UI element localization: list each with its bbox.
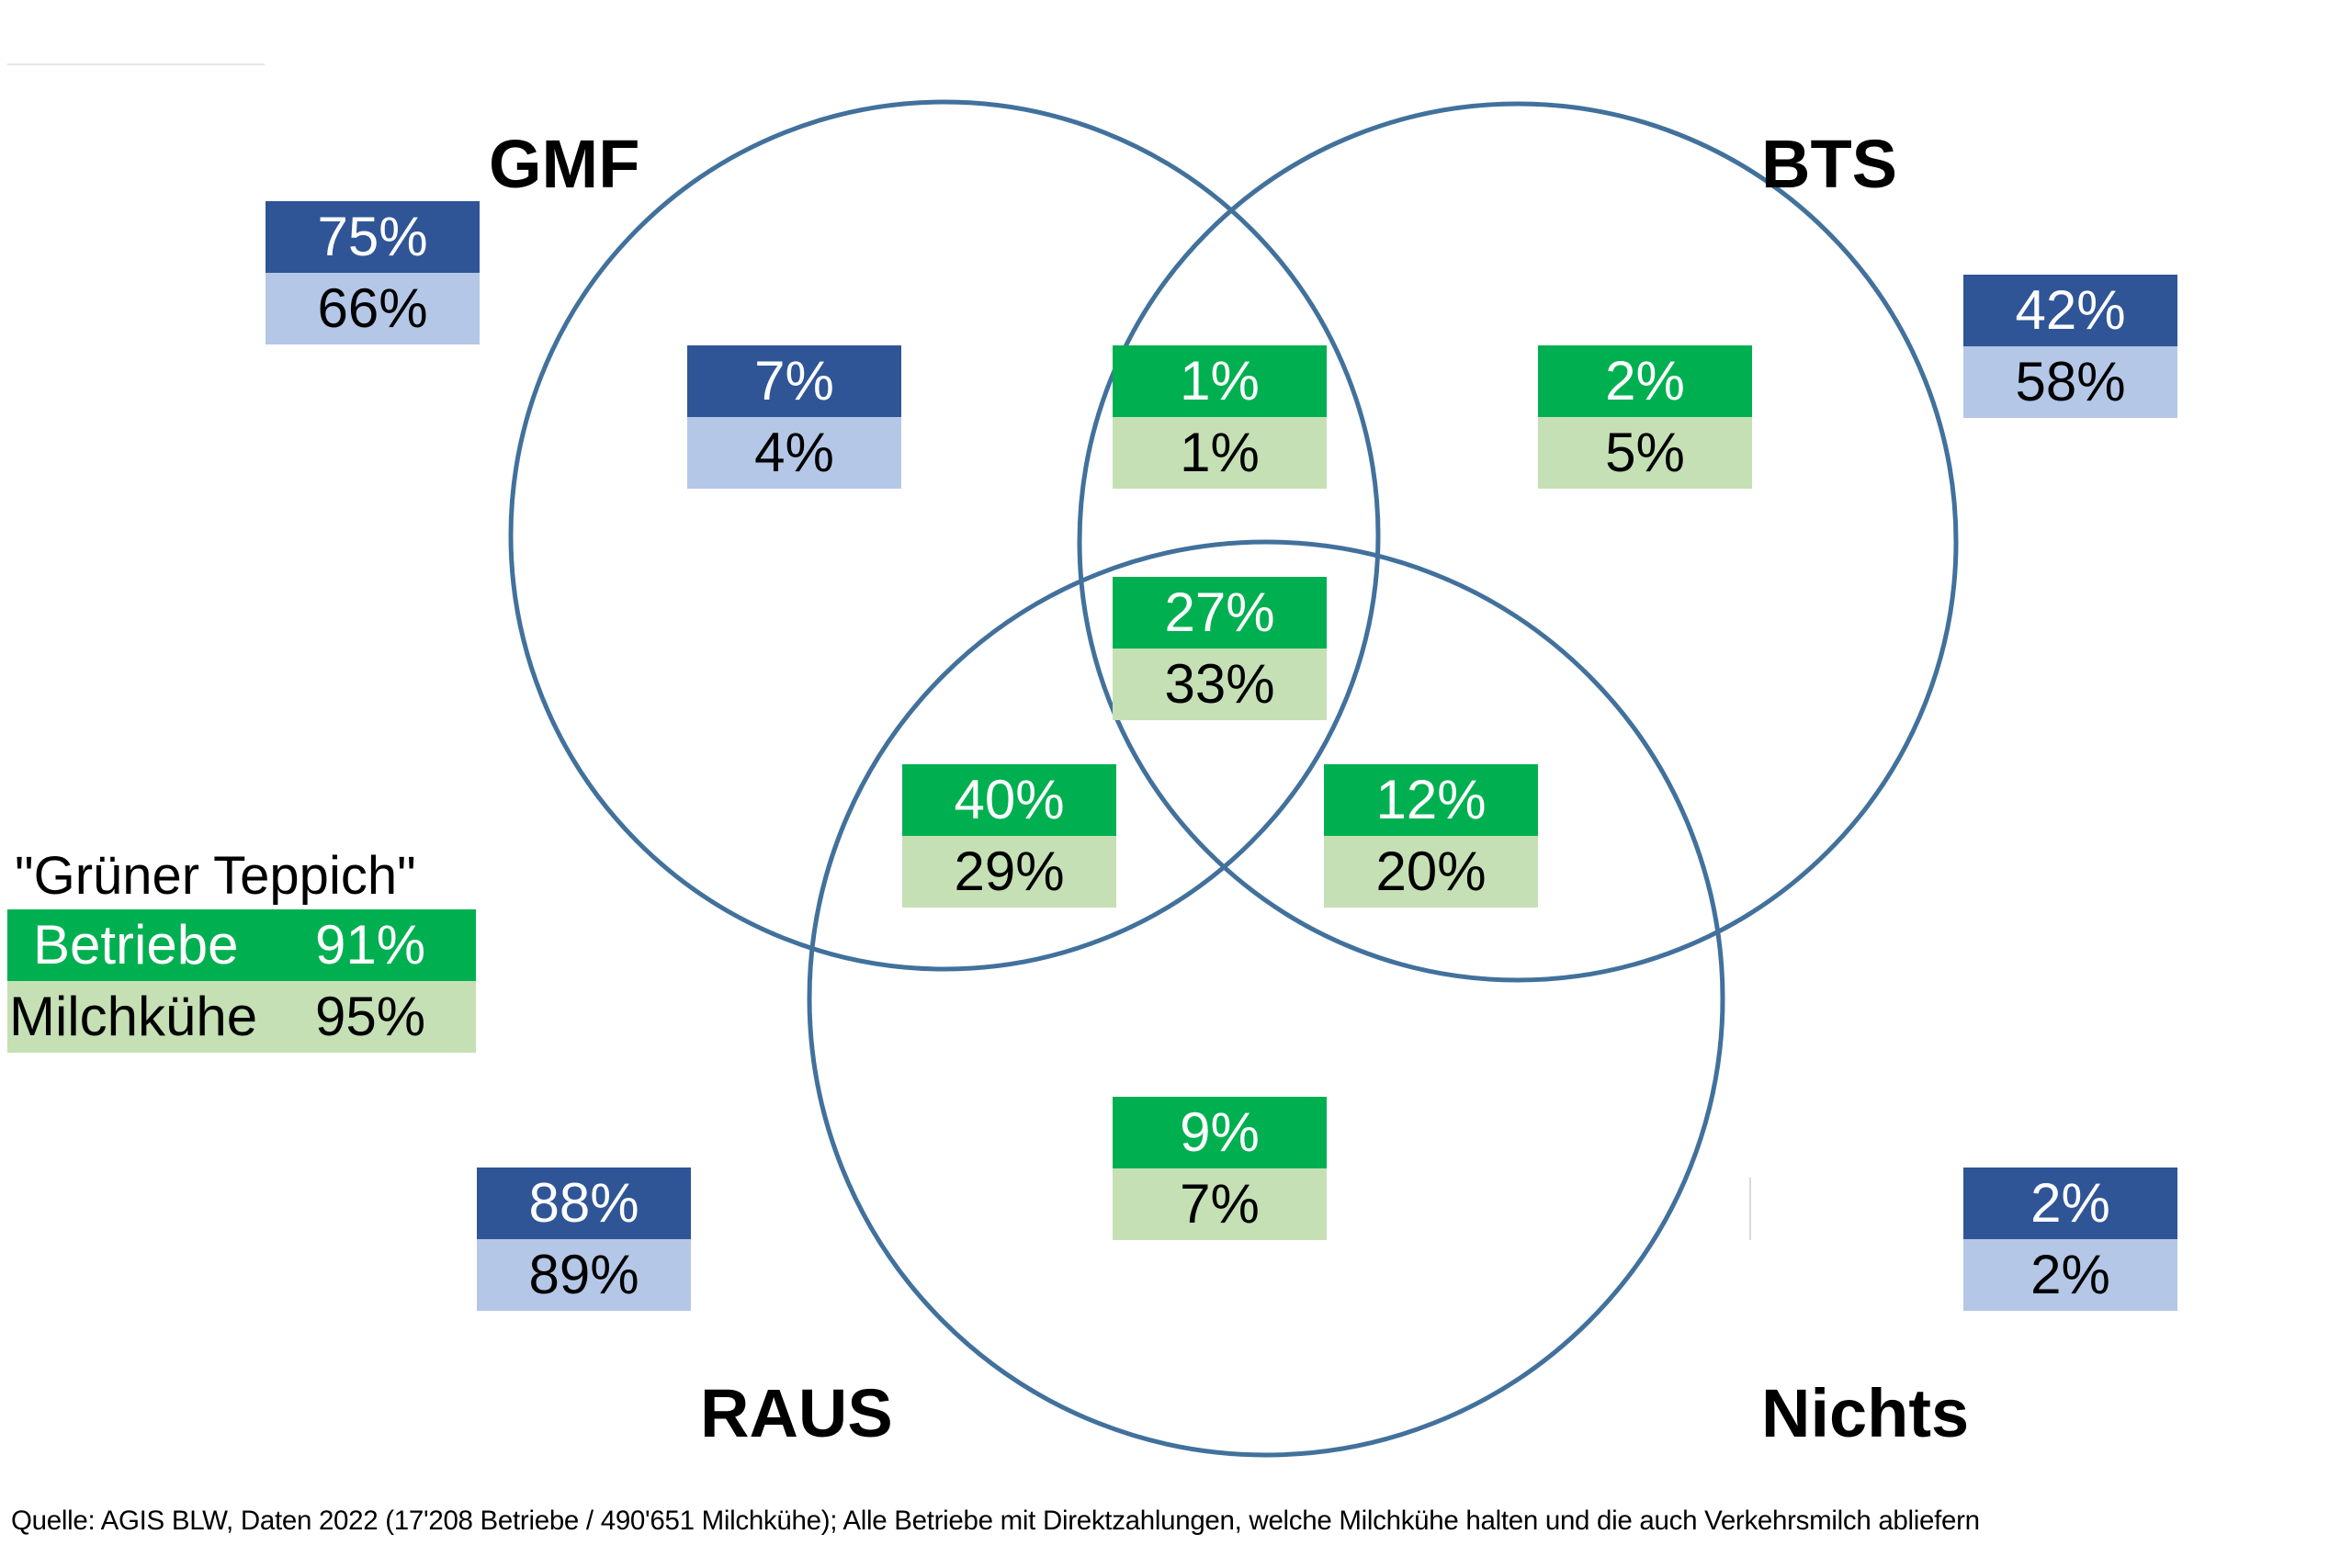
set-label-nichts: Nichts: [1761, 1375, 1970, 1451]
legend-milchkuehe-label: Milchkühe: [9, 986, 258, 1047]
total-raus-betriebe: 88%: [477, 1168, 691, 1239]
region-gmf-raus-milchkuehe: 29%: [902, 836, 1116, 908]
region-all-three: 27% 33%: [1113, 577, 1327, 720]
set-label-gmf: GMF: [489, 126, 640, 202]
total-raus-milchkuehe: 89%: [477, 1239, 691, 1311]
region-gmf-only: 7% 4%: [687, 345, 901, 489]
set-label-bts: BTS: [1761, 126, 1897, 202]
total-bts-milchkuehe: 58%: [1963, 346, 2177, 418]
region-bts-only-milchkuehe: 5%: [1538, 417, 1752, 489]
source-note: Quelle: AGIS BLW, Daten 2022 (17'208 Bet…: [11, 1506, 1980, 1536]
region-raus-only-betriebe: 9%: [1113, 1097, 1327, 1168]
region-all-three-betriebe: 27%: [1113, 577, 1327, 649]
decorative-line: [7, 63, 265, 65]
region-gmf-raus: 40% 29%: [902, 764, 1116, 908]
legend-betriebe-label: Betriebe: [33, 914, 239, 976]
region-raus-only-milchkuehe: 7%: [1113, 1168, 1327, 1240]
circle-bts: [1077, 101, 1959, 983]
region-all-three-milchkuehe: 33%: [1113, 649, 1327, 720]
total-nichts: 2% 2%: [1963, 1168, 2177, 1311]
legend-title: "Grüner Teppich": [15, 846, 416, 906]
total-nichts-betriebe: 2%: [1963, 1168, 2177, 1239]
total-gmf-betriebe: 75%: [266, 201, 480, 273]
set-label-raus: RAUS: [700, 1375, 893, 1451]
region-gmf-only-betriebe: 7%: [687, 345, 901, 417]
legend-row-betriebe: Betriebe 91%: [7, 909, 476, 981]
total-gmf: 75% 66%: [266, 201, 480, 344]
region-bts-only-betriebe: 2%: [1538, 345, 1752, 417]
region-gmf-bts: 1% 1%: [1113, 345, 1327, 489]
region-bts-raus: 12% 20%: [1324, 764, 1538, 908]
region-raus-only: 9% 7%: [1113, 1097, 1327, 1240]
region-bts-only: 2% 5%: [1538, 345, 1752, 489]
total-raus: 88% 89%: [477, 1168, 691, 1311]
region-gmf-bts-betriebe: 1%: [1113, 345, 1327, 417]
region-gmf-raus-betriebe: 40%: [902, 764, 1116, 836]
circle-gmf: [508, 99, 1381, 972]
legend-milchkuehe-value: 95%: [315, 986, 426, 1047]
region-gmf-only-milchkuehe: 4%: [687, 417, 901, 489]
total-nichts-milchkuehe: 2%: [1963, 1239, 2177, 1311]
legend-gruener-teppich: "Grüner Teppich" Betriebe 91% Milchkühe …: [7, 843, 476, 1053]
region-bts-raus-milchkuehe: 20%: [1324, 836, 1538, 908]
total-gmf-milchkuehe: 66%: [266, 273, 480, 344]
total-bts-betriebe: 42%: [1963, 275, 2177, 346]
legend-betriebe-value: 91%: [315, 914, 426, 976]
circle-raus: [807, 539, 1725, 1458]
region-gmf-bts-milchkuehe: 1%: [1113, 417, 1327, 489]
region-bts-raus-betriebe: 12%: [1324, 764, 1538, 836]
legend-row-milchkuehe: Milchkühe 95%: [7, 981, 476, 1053]
total-bts: 42% 58%: [1963, 275, 2177, 418]
